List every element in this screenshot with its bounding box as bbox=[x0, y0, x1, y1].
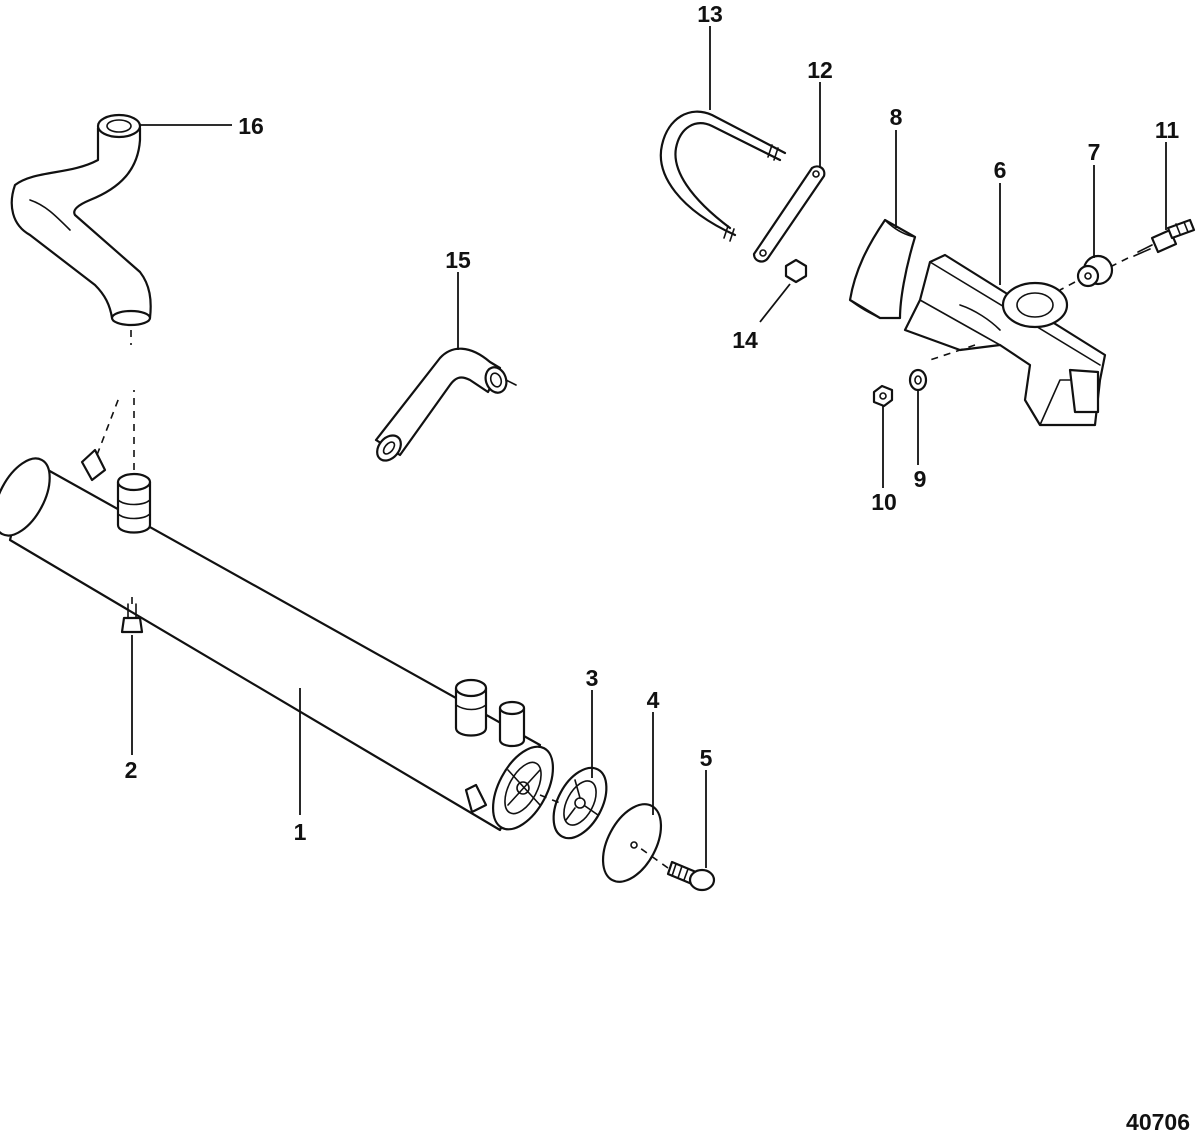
part-9-washer bbox=[908, 368, 928, 392]
part-15-hose bbox=[374, 347, 517, 462]
part-11-stud bbox=[1111, 218, 1196, 267]
part-5-bolt bbox=[639, 847, 716, 892]
part-14-nut bbox=[784, 258, 808, 284]
part-12-strap bbox=[752, 165, 826, 263]
part-7-grommet bbox=[1059, 254, 1114, 291]
part-4-end-cap bbox=[601, 803, 663, 883]
part-10-nut bbox=[872, 384, 894, 408]
part-8-saddle-pad bbox=[848, 218, 917, 320]
callout-5: 5 bbox=[700, 745, 713, 771]
callout-15: 15 bbox=[445, 247, 471, 273]
callout-3: 3 bbox=[586, 665, 599, 691]
part-1-heat-exchanger bbox=[0, 390, 555, 832]
callout-1: 1 bbox=[294, 819, 307, 845]
callout-4: 4 bbox=[647, 687, 660, 713]
callout-2: 2 bbox=[125, 757, 138, 783]
part-16-hose bbox=[10, 113, 152, 345]
callout-7: 7 bbox=[1088, 139, 1101, 165]
figure-number: 40706 bbox=[1126, 1109, 1190, 1135]
callout-8: 8 bbox=[890, 104, 903, 130]
callout-12: 12 bbox=[807, 57, 833, 83]
part-3-gasket bbox=[552, 766, 608, 840]
part-13-u-bolt bbox=[659, 110, 787, 242]
leader-14 bbox=[759, 283, 791, 323]
part-2-drain-plug bbox=[120, 592, 144, 634]
callout-6: 6 bbox=[994, 157, 1007, 183]
callout-11: 11 bbox=[1155, 117, 1180, 143]
callout-14: 14 bbox=[732, 327, 758, 353]
assembly-centerline-end bbox=[539, 794, 561, 804]
callout-9: 9 bbox=[914, 466, 927, 492]
callout-16: 16 bbox=[238, 113, 264, 139]
part-6-bracket bbox=[903, 253, 1107, 427]
callout-10: 10 bbox=[871, 489, 897, 515]
callout-13: 13 bbox=[697, 1, 723, 27]
